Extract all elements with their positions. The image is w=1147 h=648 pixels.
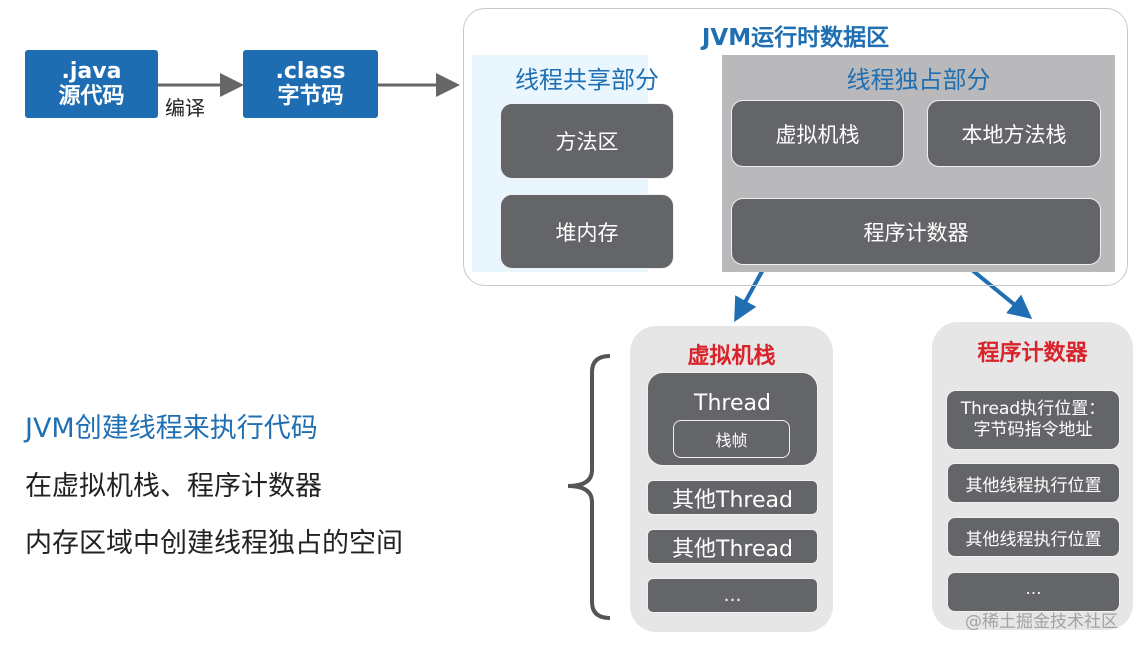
- native-stack-box: 本地方法栈: [927, 100, 1101, 167]
- label: .java: [61, 58, 122, 84]
- pc-box: 程序计数器: [731, 198, 1101, 265]
- ellipsis-item: …: [947, 572, 1120, 612]
- other-thread: 其他Thread: [647, 529, 818, 564]
- explanation-line: 内存区域中创建线程独占的空间: [25, 528, 403, 559]
- method-area: 方法区: [500, 103, 674, 179]
- explanation-line: 在虚拟机栈、程序计数器: [25, 471, 322, 502]
- other-thread-position: 其他线程执行位置: [947, 517, 1120, 557]
- ellipsis-item: …: [647, 578, 818, 613]
- watermark: @稀土掘金技术社区: [965, 612, 1118, 632]
- other-thread: 其他Thread: [647, 480, 818, 515]
- stack-frame: 栈帧: [673, 420, 790, 458]
- label: Thread执行位置：: [960, 398, 1106, 419]
- other-thread-position: 其他线程执行位置: [947, 463, 1120, 503]
- explanation-title: JVM创建线程来执行代码: [25, 413, 318, 444]
- label: 字节码: [277, 84, 344, 109]
- compile-label: 编译: [165, 96, 205, 120]
- vm-stack-title: 虚拟机栈: [687, 344, 776, 369]
- label: .class: [275, 58, 346, 84]
- runtime-title: JVM运行时数据区: [701, 25, 890, 51]
- brace: [567, 354, 611, 620]
- vm-stack-box: 虚拟机栈: [731, 100, 904, 167]
- current-thread-position: Thread执行位置：字节码指令地址: [946, 390, 1120, 450]
- shared-title: 线程共享部分: [515, 66, 659, 94]
- runtime-data-area: [463, 8, 1128, 286]
- heap: 堆内存: [500, 194, 674, 269]
- pc-title: 程序计数器: [977, 341, 1088, 366]
- label: 源代码: [58, 84, 125, 109]
- exclusive-title: 线程独占部分: [846, 66, 991, 94]
- label: 字节码指令地址: [973, 420, 1093, 440]
